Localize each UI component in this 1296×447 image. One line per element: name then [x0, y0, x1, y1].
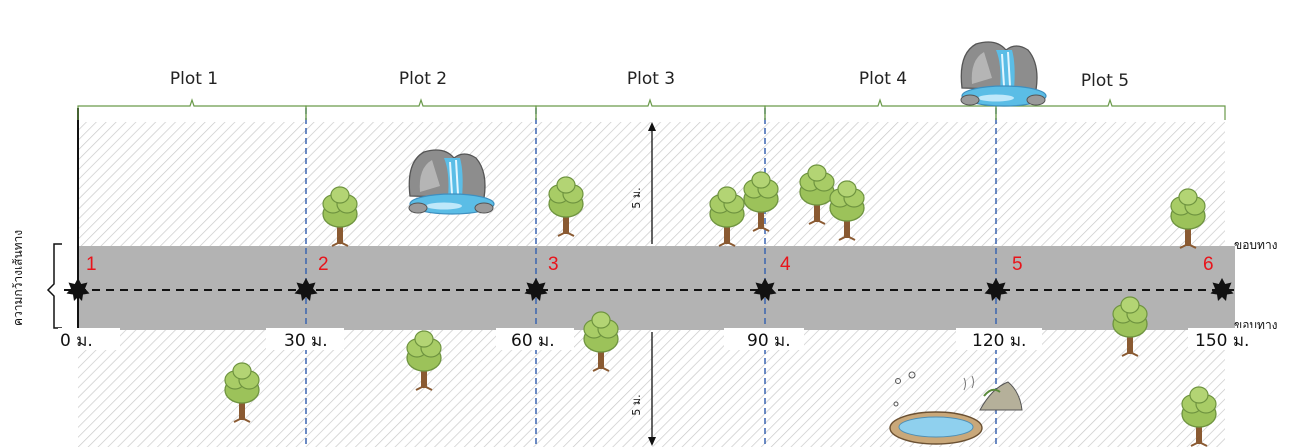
pond-icon [889, 371, 1023, 445]
distance-label: 30 ม. [284, 331, 328, 351]
distance-label: 60 ม. [511, 331, 555, 351]
upper-dimension-arrow [648, 122, 656, 244]
lower-zone-width-label: 5 ม. [630, 394, 643, 415]
plot-bracket [305, 98, 537, 120]
plot-label: Plot 1 [170, 69, 218, 89]
plot-label: Plot 4 [859, 69, 907, 89]
point-number: 3 [548, 254, 559, 275]
trail-band [78, 246, 1235, 330]
distance-label: 120 ม. [972, 331, 1026, 351]
waterfall-icon [960, 41, 1047, 107]
trail-width-bracket [46, 243, 62, 329]
trail-width-label: ความกว้างเส้นทาง [11, 230, 25, 326]
plot-label: Plot 5 [1081, 71, 1129, 91]
plot-label: Plot 3 [627, 69, 675, 89]
lower-dimension-arrow [648, 332, 656, 446]
point-number: 2 [318, 254, 329, 275]
upper-zone-width-label: 5 ม. [630, 187, 643, 208]
point-number: 5 [1012, 254, 1023, 275]
point-number: 6 [1203, 254, 1214, 275]
plot-bracket [77, 98, 307, 120]
trail-edge-label-top: ขอบทาง [1234, 238, 1278, 252]
point-number: 1 [86, 254, 97, 275]
distance-label: 150 ม. [1195, 331, 1249, 351]
plot-bracket [535, 98, 766, 120]
distance-label: 90 ม. [747, 331, 791, 351]
point-number: 4 [780, 254, 791, 275]
plot-label: Plot 2 [399, 69, 447, 89]
plot-bracket [764, 98, 997, 120]
distance-label: 0 ม. [60, 331, 93, 351]
